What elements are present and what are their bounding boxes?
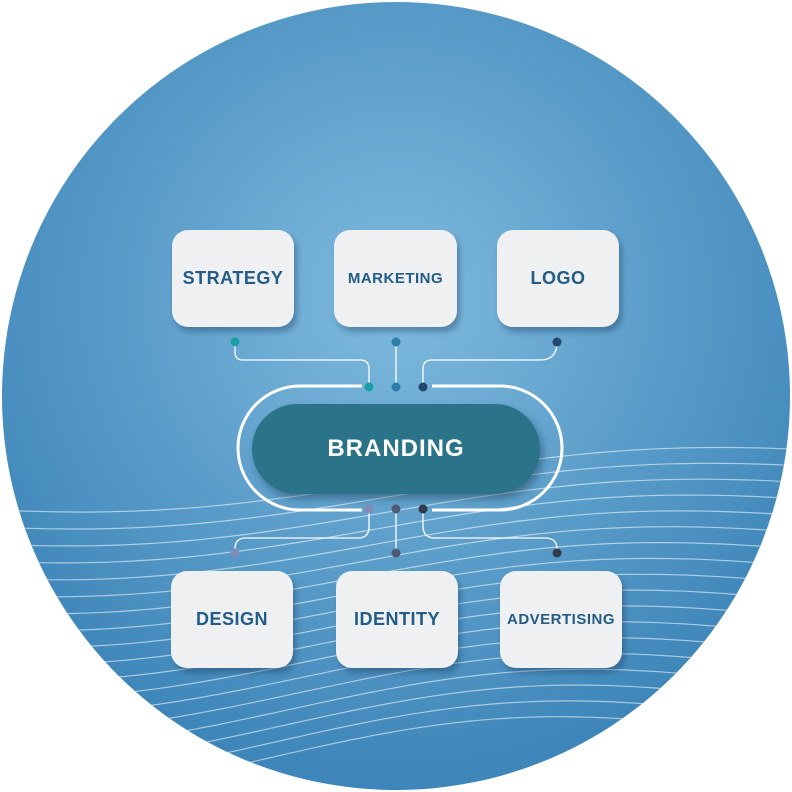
dot-marketing — [391, 337, 401, 347]
card-logo: LOGO — [497, 230, 619, 327]
card-design: DESIGN — [171, 571, 293, 668]
wave-line — [2, 542, 790, 615]
card-identity: IDENTITY — [336, 571, 458, 668]
dot-design — [230, 548, 240, 558]
dot-advertising — [552, 548, 562, 558]
dot-hub-top-left — [364, 382, 374, 392]
dot-logo — [552, 337, 562, 347]
hub-label: BRANDING — [327, 435, 465, 462]
card-advertising: ADVERTISING — [500, 571, 622, 668]
dot-hub-bottom-left — [364, 504, 374, 514]
card-design-label: DESIGN — [195, 609, 268, 629]
card-strategy-label: STRATEGY — [182, 268, 284, 288]
connector-lines — [234, 341, 558, 553]
wave-line — [2, 462, 790, 530]
hub-outline-ring — [236, 384, 564, 512]
card-logo-label: LOGO — [530, 268, 586, 288]
dot-strategy — [230, 337, 240, 347]
card-identity-label: IDENTITY — [353, 609, 440, 629]
connector-dots — [230, 337, 562, 558]
card-marketing-label: MARKETING — [347, 270, 444, 287]
card-advertising-label: ADVERTISING — [506, 611, 615, 628]
card-strategy: STRATEGY — [172, 230, 294, 327]
dot-hub-bottom-center — [391, 504, 401, 514]
dot-hub-bottom-right — [418, 504, 428, 514]
dot-identity — [391, 548, 401, 558]
card-marketing: MARKETING — [334, 230, 457, 327]
dot-hub-top-right — [418, 382, 428, 392]
hub-pill — [252, 404, 540, 494]
dot-hub-top-center — [391, 382, 401, 392]
